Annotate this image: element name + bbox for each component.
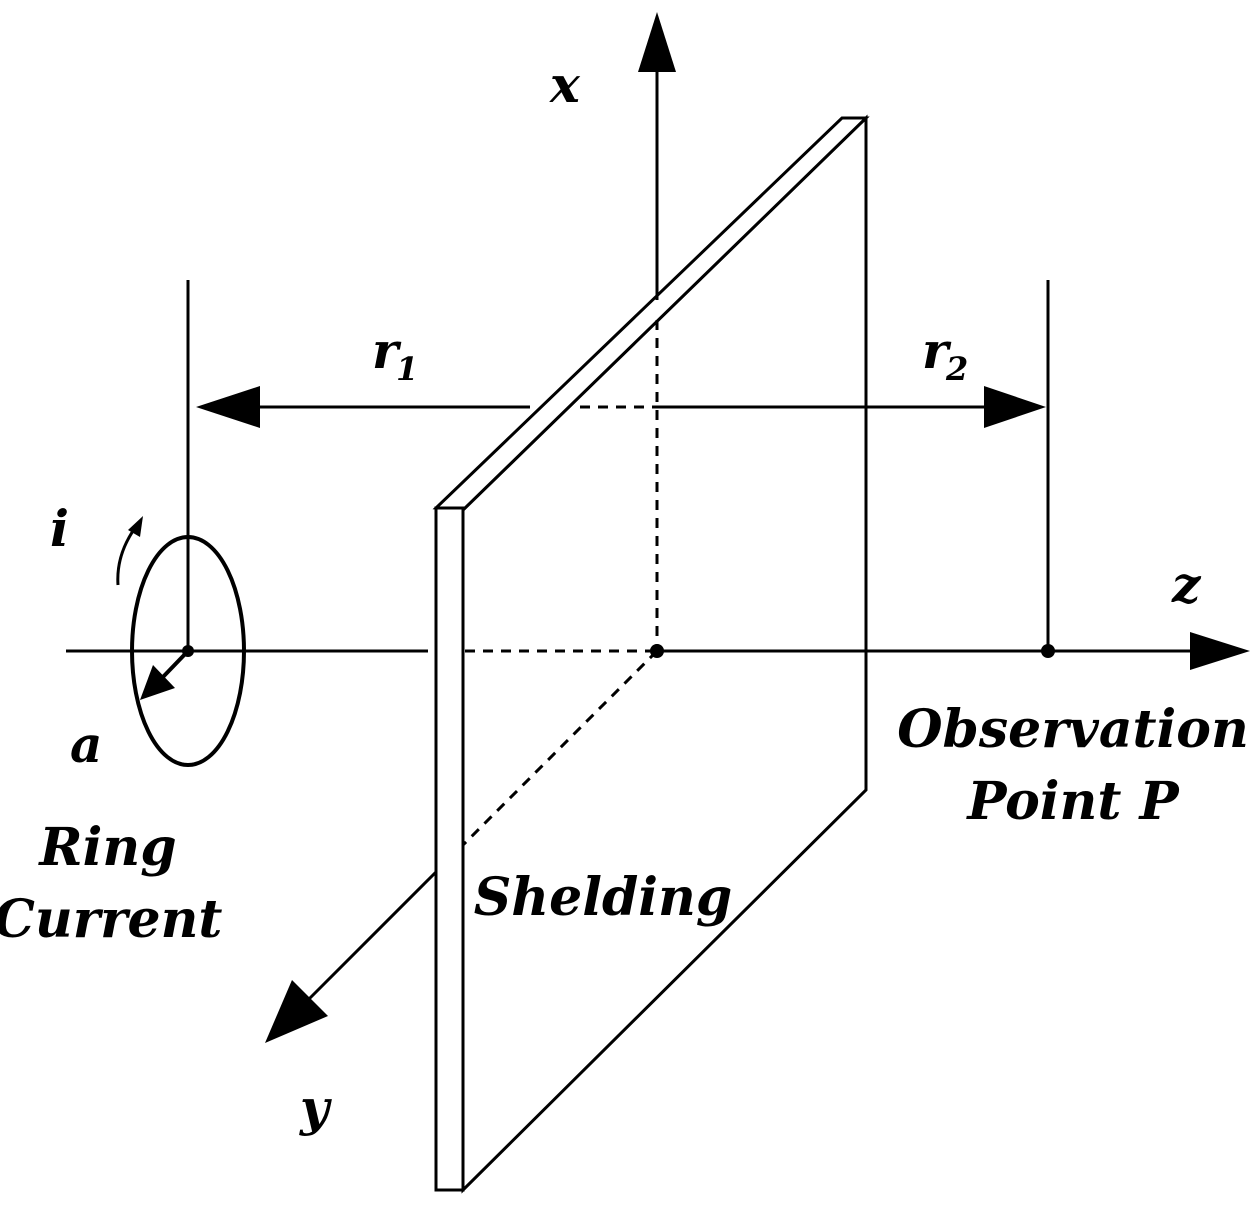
ring-current-label-line2: Current: [0, 889, 222, 950]
current-direction-arrow: [116, 527, 137, 586]
observation-label-line1: Observation: [897, 699, 1249, 760]
y-axis-arrowhead: [265, 980, 328, 1043]
ring-current-loop: [130, 535, 246, 767]
r2-arrowhead: [984, 386, 1046, 428]
y-axis-label: y: [299, 1078, 332, 1137]
r1-label: r: [372, 321, 402, 380]
x-axis-arrowhead: [638, 12, 676, 72]
radius-arrowhead: [140, 665, 175, 700]
radius-arrow: [160, 649, 190, 680]
shielding-label: Shelding: [474, 867, 732, 928]
r1-arrowhead: [196, 386, 260, 428]
radius-label: a: [70, 715, 102, 774]
r2-subscript: 2: [945, 350, 968, 388]
observation-point: [1041, 644, 1055, 658]
ring-current-label-line1: Ring: [37, 817, 176, 878]
x-axis-label: x: [549, 55, 581, 114]
z-axis-label: z: [1171, 555, 1202, 614]
r2-label: r: [922, 321, 952, 380]
z-axis-arrowhead: [1190, 632, 1250, 670]
y-axis-dashed-front: [461, 649, 659, 847]
origin-point: [650, 644, 664, 658]
r1-subscript: 1: [396, 350, 418, 388]
current-label: i: [50, 499, 69, 558]
current-arrowhead: [128, 516, 143, 537]
shielding-plate: [432, 114, 870, 1194]
observation-label-line2: Point P: [965, 771, 1180, 832]
